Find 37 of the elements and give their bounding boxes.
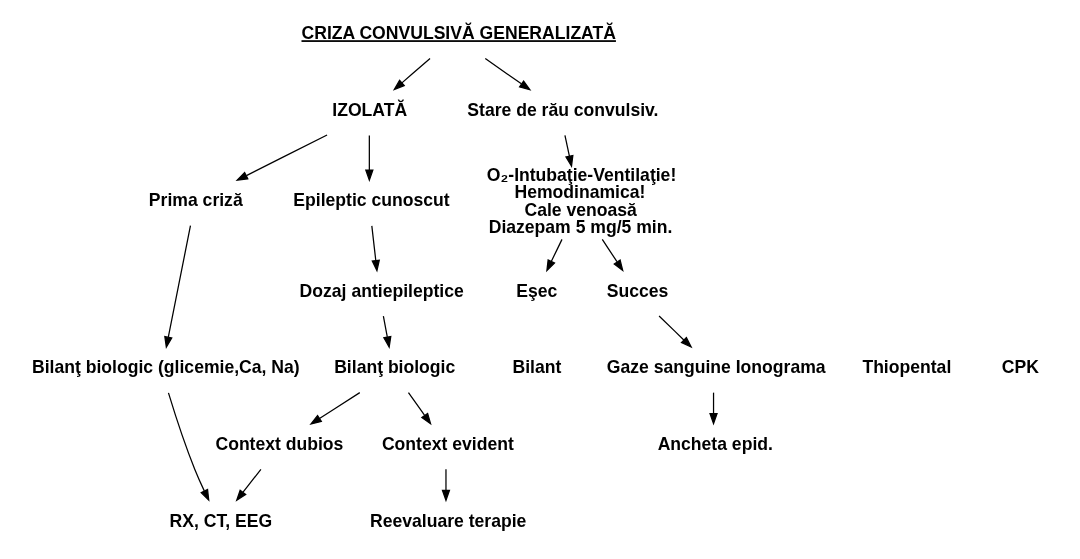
arrow [708,392,718,426]
arrow [167,392,210,502]
arrow [163,225,191,350]
arrow [235,468,262,502]
arrow [308,392,360,425]
label: Bilant [512,357,561,378]
arrow [407,392,432,426]
arrow [370,225,380,273]
node-text: Eşec [515,280,557,301]
node-text: Epileptic cunoscut [292,190,450,211]
arrow [601,238,624,273]
node-text: O₂-Intubaţie-Ventilaţie! Hemodinamica! Cale venoasă Diazepam 5 mg/5 min. [486,164,676,238]
arrow [364,134,374,183]
label: CPK [1001,357,1039,378]
arrow [545,238,563,273]
node-text: Context evident [381,433,514,454]
node-text: Stare de rău convulsiv. [466,99,658,120]
arrow [657,315,693,349]
node-text: Context dubios [214,433,343,454]
node-text: Gaze sanguine Ionograma [606,357,826,378]
node-text: RX, CT, EEG [169,510,272,531]
node-text: IZOLATĂ [331,99,407,120]
node-text: Reevaluare terapie [369,510,526,531]
node-text: Bilanţ biologic [333,357,455,378]
arrow [484,57,531,91]
arrow [563,134,574,168]
arrow [392,57,431,91]
arrow [382,315,392,349]
arrow [441,468,450,503]
label: Thiopental [861,357,951,378]
node-text: Bilanţ biologic (glicemie,Ca, Na) [31,357,300,378]
node-text: CRIZA CONVULSIVĂ GENERALIZATĂ [301,23,616,44]
node-text: Prima criză [148,190,243,211]
node-text: Ancheta epid. [657,433,773,454]
node-text: Dozaj antiepileptice [299,280,464,301]
node-text: Succes [606,280,668,301]
arrow [235,134,328,182]
